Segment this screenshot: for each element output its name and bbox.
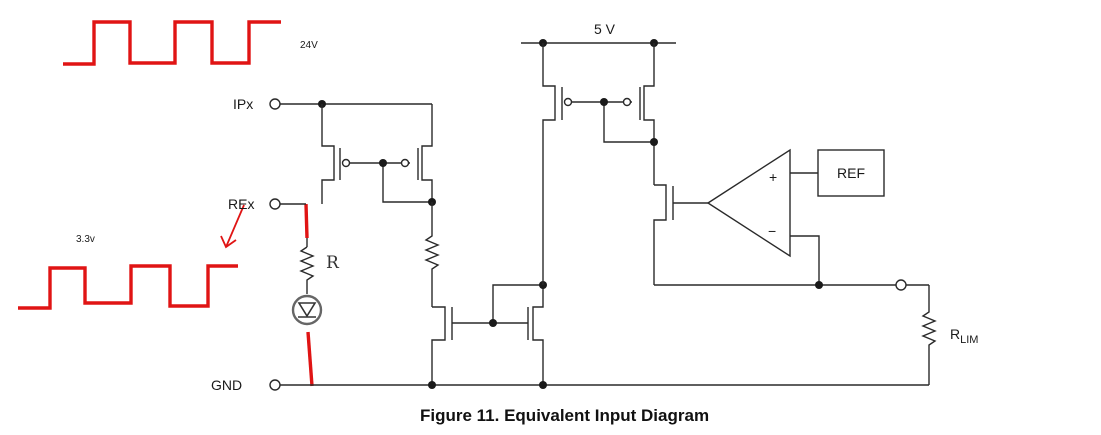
terminal-rlim bbox=[895, 279, 907, 291]
figure-caption: Figure 11. Equivalent Input Diagram bbox=[420, 406, 710, 425]
opamp-plus-label: + bbox=[769, 169, 777, 185]
terminal-gnd bbox=[269, 379, 281, 391]
pmos-mirror-right bbox=[542, 43, 655, 285]
label-rex: REx bbox=[228, 196, 254, 212]
red-highlight-rex-path bbox=[304, 203, 309, 239]
led-icon bbox=[291, 294, 323, 326]
red-arrow-icon bbox=[225, 204, 245, 248]
op-amp: + − bbox=[706, 148, 791, 258]
label-rlim: RLIM bbox=[950, 326, 978, 346]
nmos-mirror bbox=[431, 284, 544, 385]
red-highlight-gnd-path bbox=[306, 331, 314, 387]
resistor-mirror-load bbox=[424, 202, 440, 307]
label-gnd: GND bbox=[211, 377, 242, 393]
terminal-rex bbox=[269, 198, 281, 210]
square-wave-24v bbox=[63, 20, 281, 66]
label-5v: 5 V bbox=[594, 21, 616, 37]
square-wave-3v3 bbox=[18, 264, 238, 310]
terminal-ipx bbox=[269, 98, 281, 110]
label-ipx: IPx bbox=[233, 96, 253, 112]
ref-block bbox=[817, 149, 885, 197]
label-3v3: 3.3v bbox=[76, 234, 95, 245]
label-24v: 24V bbox=[300, 40, 318, 51]
resistor-rlim bbox=[921, 285, 937, 385]
red-arrowhead-icon bbox=[220, 235, 237, 249]
opamp-minus-label: − bbox=[768, 223, 776, 239]
resistor-r bbox=[299, 246, 315, 294]
ref-label: REF bbox=[837, 165, 865, 181]
output-nmos bbox=[653, 184, 708, 285]
pmos-mirror-left bbox=[321, 104, 433, 204]
label-r: R bbox=[326, 253, 340, 273]
